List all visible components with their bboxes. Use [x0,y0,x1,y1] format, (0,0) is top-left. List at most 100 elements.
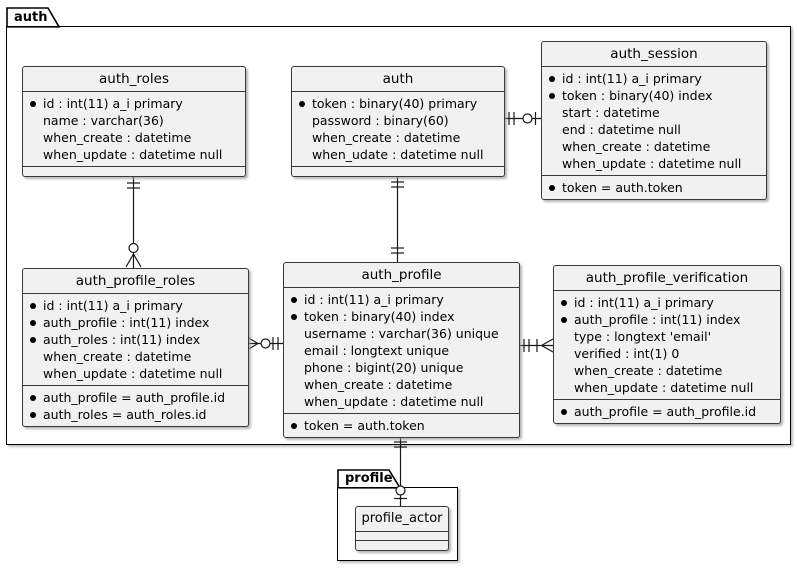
table-row: id : int(11) a_i primary [289,291,514,308]
row-text: start : datetime [562,105,660,120]
table-row: when_create : datetime [297,129,499,146]
row-text: end : datetime null [562,122,681,137]
table-row: end : datetime null [547,121,761,138]
table-row: when_create : datetime [547,138,761,155]
bullet-spacer [561,334,567,340]
table-constraints-section [23,167,245,176]
row-text: when_create : datetime [43,349,192,364]
row-text: when_update : datetime null [574,380,754,395]
bullet-spacer [549,127,555,133]
row-text: username : varchar(36) unique [304,326,499,341]
table-auth_roles: auth_roles id : int(11) a_i primary name … [22,66,246,177]
connector-auth-auth_profile [391,176,404,262]
table-row: password : binary(60) [297,112,499,129]
bullet-spacer [291,331,297,337]
table-constraints-section: token = auth.token [542,176,766,199]
connector-auth_profile_roles-auth_profile [246,336,283,351]
row-text: when_create : datetime [574,363,723,378]
row-text: when_create : datetime [43,130,192,145]
row-text: id : int(11) a_i primary [43,96,183,111]
connector-auth-auth_session [503,112,541,125]
row-text: when_update : datetime null [43,147,223,162]
bullet-spacer [561,368,567,374]
table-row: name : varchar(36) [28,112,240,129]
table-auth_profile_roles: auth_profile_roles id : int(11) a_i prim… [22,268,249,427]
table-profile_actor: profile_actor [355,506,449,551]
table-title: auth_roles [23,67,245,92]
package-profile-title: profile [345,471,393,486]
row-text: email : longtext unique [304,343,450,358]
key-bullet-icon [291,422,297,429]
row-text: token = auth.token [304,418,425,433]
table-row: auth_roles : int(11) index [28,331,243,348]
table-row: when_udate : datetime null [297,146,499,163]
row-text: auth_profile = auth_profile.id [574,404,757,419]
key-bullet-icon [291,313,297,320]
table-row: token : binary(40) index [547,87,761,104]
bullet-spacer [299,118,305,124]
bullet-spacer [549,110,555,116]
table-row: email : longtext unique [289,342,514,359]
table-title: auth_profile_verification [554,266,780,291]
table-row: token : binary(40) index [289,308,514,325]
connector-auth_roles-auth_profile_roles [125,176,142,268]
table-row: when_create : datetime [559,362,775,379]
connector-auth_profile-auth_profile_verification [518,338,554,353]
row-text: id : int(11) a_i primary [562,71,702,86]
key-bullet-icon [30,336,36,343]
package-auth-frame [6,26,791,445]
connector-auth_profile-profile_actor [394,436,407,506]
key-bullet-icon [30,411,36,418]
table-title: auth_profile [284,263,519,288]
key-bullet-icon [561,408,567,415]
table-title: auth_session [542,42,766,67]
row-text: when_create : datetime [562,139,711,154]
bullet-spacer [299,135,305,141]
table-row: username : varchar(36) unique [289,325,514,342]
row-text: token : binary(40) index [304,309,455,324]
bullet-spacer [561,351,567,357]
row-text: auth_roles = auth_roles.id [43,407,207,422]
table-constraints-section [292,167,504,176]
table-row: token = auth.token [289,417,514,434]
row-text: auth_profile = auth_profile.id [43,390,226,405]
table-row: when_update : datetime null [547,155,761,172]
table-row: start : datetime [547,104,761,121]
row-text: id : int(11) a_i primary [43,298,183,313]
table-row: when_create : datetime [28,348,243,365]
row-text: when_udate : datetime null [312,147,484,162]
table-row: when_create : datetime [28,129,240,146]
row-text: when_create : datetime [312,130,461,145]
table-row: auth_profile : int(11) index [559,311,775,328]
row-text: when_update : datetime null [562,156,742,171]
row-text: auth_roles : int(11) index [43,332,201,347]
bullet-spacer [30,371,36,377]
key-bullet-icon [561,299,567,306]
bullet-spacer [291,365,297,371]
bullet-spacer [30,152,36,158]
row-text: verified : int(1) 0 [574,346,680,361]
row-text: auth_profile : int(11) index [43,315,210,330]
table-row: id : int(11) a_i primary [28,297,243,314]
table-row: auth_roles = auth_roles.id [28,406,243,423]
bullet-spacer [291,399,297,405]
row-text: auth_profile : int(11) index [574,312,741,327]
key-bullet-icon [30,302,36,309]
row-text: name : varchar(36) [43,113,164,128]
table-columns-section: id : int(11) a_i primary name : varchar(3… [23,92,245,167]
table-row: token = auth.token [547,179,761,196]
key-bullet-icon [561,316,567,323]
bullet-spacer [549,161,555,167]
row-text: when_update : datetime null [43,366,223,381]
row-text: when_update : datetime null [304,394,484,409]
table-row: when_update : datetime null [289,393,514,410]
bullet-spacer [549,144,555,150]
